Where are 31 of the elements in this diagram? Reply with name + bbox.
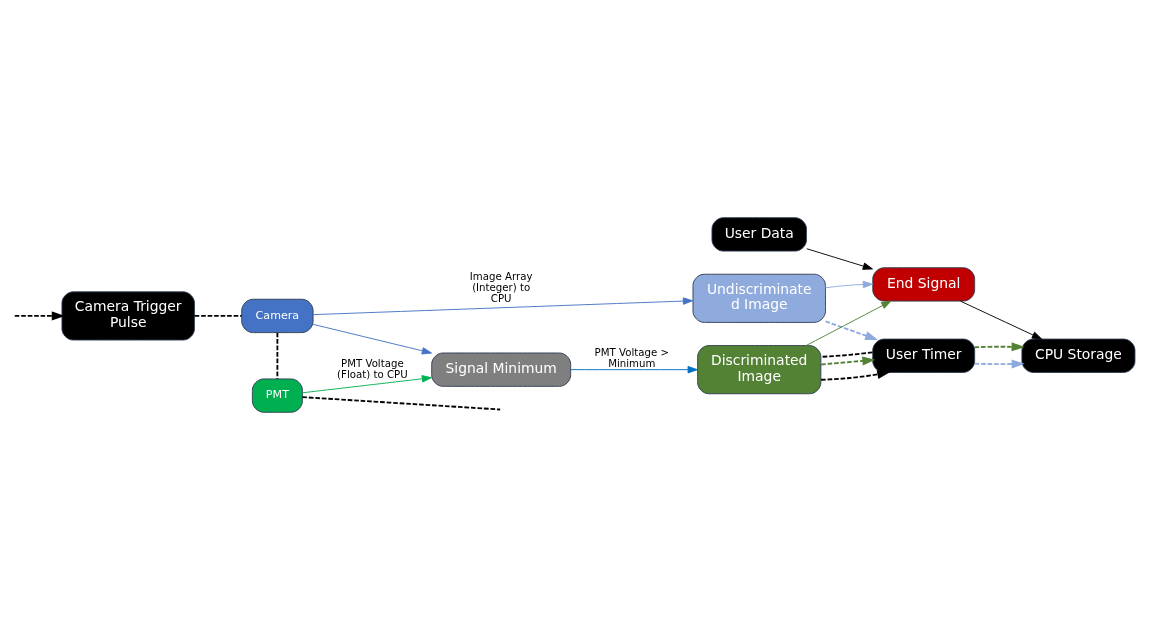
node-box: CPU Storage <box>1021 338 1136 373</box>
arrow <box>973 341 1025 351</box>
arrow <box>973 359 1025 369</box>
arrow <box>820 355 876 365</box>
connector <box>301 395 502 410</box>
arrow <box>806 247 873 270</box>
edge-label: Image Array (Integer) to CPU <box>469 270 533 304</box>
arrow <box>805 300 892 346</box>
node-box: Signal Minimum <box>431 352 572 387</box>
node-box: PMT <box>251 377 303 413</box>
arrow <box>570 365 698 373</box>
node-box: Camera <box>241 298 314 333</box>
node-box: User Data <box>711 216 807 252</box>
arrow <box>960 300 1043 339</box>
edge-label: PMT Voltage (Float) to CPU <box>337 357 408 380</box>
connector <box>193 314 243 317</box>
arrow <box>312 296 694 315</box>
node-box: Camera Trigger Pulse <box>61 290 195 340</box>
node-box: User Timer <box>872 338 976 373</box>
node-box: Undiscriminated Image <box>692 273 826 323</box>
arrow <box>312 323 432 354</box>
connector <box>276 331 279 380</box>
node-box: Discriminated Image <box>697 344 822 394</box>
arrow <box>824 320 879 340</box>
arrow <box>820 369 891 381</box>
arrow <box>825 280 873 288</box>
connector <box>820 350 874 358</box>
edge-label: PMT Voltage > Minimum <box>594 346 670 369</box>
node-box: End Signal <box>872 266 976 302</box>
arrow <box>13 310 65 320</box>
arrow <box>302 374 432 393</box>
